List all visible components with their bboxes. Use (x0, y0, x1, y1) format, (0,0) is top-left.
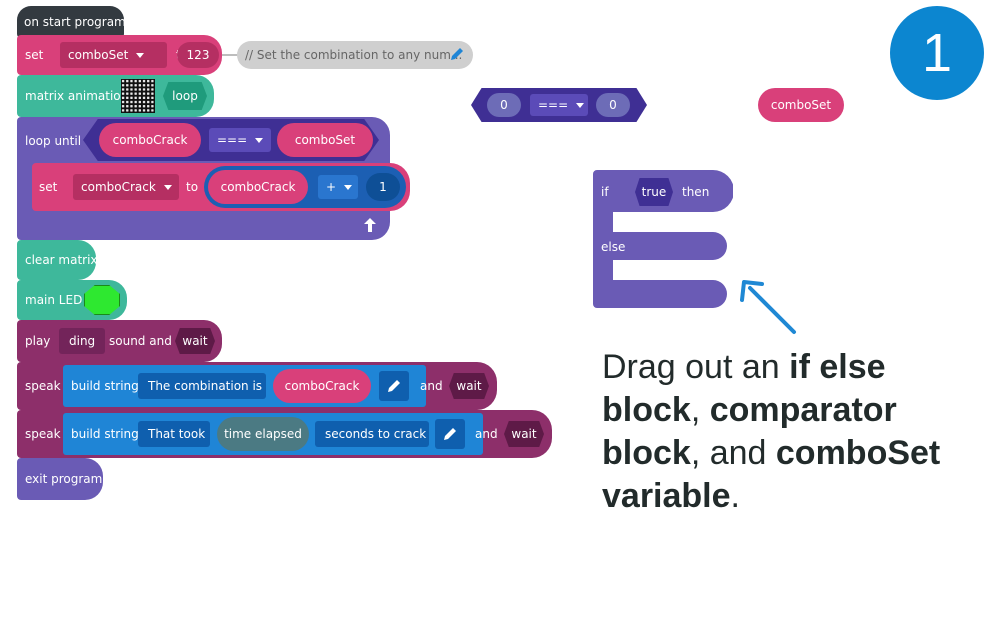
edit-string-button[interactable] (435, 419, 465, 449)
speak-label: speak (25, 427, 61, 441)
instruction-text: Drag out an if else block, comparator bl… (602, 348, 941, 515)
combocrack-pill[interactable]: comboCrack (273, 369, 371, 403)
loop-mode-selector[interactable]: loop (163, 82, 207, 110)
comboset-dropdown[interactable]: comboSet (60, 42, 167, 68)
comboset-variable-block[interactable]: comboSet (758, 88, 844, 122)
set-comboset-block[interactable]: set comboSet to 123 (17, 35, 222, 75)
value-input-1[interactable]: 1 (366, 173, 400, 201)
chevron-down-icon (163, 184, 172, 190)
play-sound-block[interactable]: play ding sound and wait (17, 320, 222, 362)
wait-toggle[interactable]: wait (449, 373, 489, 399)
string-input-seconds[interactable]: seconds to crack (315, 421, 429, 447)
comboset-pill[interactable]: comboSet (277, 123, 373, 157)
instruction-comparator: comparator block (602, 391, 897, 472)
play-label: play (25, 334, 51, 348)
build-string-block[interactable]: build string The combination is comboCra… (63, 365, 426, 407)
step-number: 1 (921, 23, 953, 83)
loop-repeat-icon (363, 217, 377, 236)
string-input-that-took[interactable]: That took (138, 421, 210, 447)
speak-block-2[interactable]: speak build string That took time elapse… (17, 410, 552, 458)
chevron-down-icon (136, 52, 145, 58)
on-start-program-block[interactable]: on start program (17, 6, 126, 38)
sound-selector[interactable]: ding (59, 328, 105, 354)
set-combocrack-block[interactable]: set comboCrack to comboCrack + 1 (32, 163, 410, 211)
matrix-thumbnail[interactable] (121, 79, 155, 113)
and-label: and (420, 379, 443, 393)
build-string-label: build string (71, 427, 139, 441)
else-label: else (601, 240, 626, 254)
then-label: then (682, 185, 710, 199)
wait-toggle[interactable]: wait (504, 421, 544, 447)
comparator-operator-dropdown[interactable]: === (530, 94, 588, 116)
speak-block-1[interactable]: speak build string The combination is co… (17, 362, 497, 410)
comparator-right-input[interactable]: 0 (596, 93, 630, 117)
set-label: set (39, 180, 58, 194)
and-label: and (475, 427, 498, 441)
if-else-block[interactable]: if true then else (593, 170, 733, 310)
build-string-label: build string (71, 379, 139, 393)
value-input-123[interactable]: 123 (177, 42, 219, 68)
main-led-block[interactable]: main LED (17, 280, 127, 320)
edit-pencil-icon (388, 380, 400, 392)
comment-block[interactable]: // Set the combination to any num... (237, 41, 473, 69)
if-label: if (601, 185, 609, 199)
combocrack-dropdown[interactable]: comboCrack (73, 174, 179, 200)
sound-and-label: sound and (109, 334, 172, 348)
if-else-shape (593, 170, 733, 308)
instruction-comboset: comboSet variable (602, 434, 941, 515)
wait-toggle[interactable]: wait (175, 328, 215, 354)
clear-matrix-label: clear matrix (25, 253, 98, 267)
clear-matrix-block[interactable]: clear matrix (17, 240, 98, 280)
main-led-label: main LED (25, 293, 83, 307)
comment-text: // Set the combination to any num... (245, 48, 463, 62)
comparator-left-input[interactable]: 0 (487, 93, 521, 117)
matrix-animation-block[interactable]: matrix animation loop (17, 75, 214, 117)
led-color-swatch[interactable] (84, 285, 120, 315)
chevron-down-icon (255, 137, 264, 143)
combocrack-pill[interactable]: comboCrack (99, 123, 201, 157)
loop-operator-dropdown[interactable]: === (209, 128, 271, 152)
instruction-if-else: if else block (602, 348, 886, 429)
plus-operator-dropdown[interactable]: + (318, 175, 358, 199)
condition-true-slot[interactable]: true (635, 178, 673, 206)
edit-pencil-icon[interactable] (449, 46, 465, 65)
step-badge: 1 (890, 6, 984, 100)
set-label: set (25, 48, 44, 62)
string-input-combination[interactable]: The combination is (138, 373, 266, 399)
on-start-label: on start program (24, 15, 126, 29)
matrix-animation-label: matrix animation (25, 89, 129, 103)
chevron-down-icon (576, 102, 585, 108)
exit-program-label: exit program (25, 472, 103, 486)
edit-string-button[interactable] (379, 371, 409, 401)
speak-label: speak (25, 379, 61, 393)
time-elapsed-pill[interactable]: time elapsed (217, 417, 309, 451)
pointer-arrow-icon (740, 280, 796, 334)
build-string-block[interactable]: build string That took time elapsed seco… (63, 413, 483, 455)
chevron-down-icon (344, 184, 353, 190)
combocrack-var-pill[interactable]: comboCrack (208, 170, 308, 204)
exit-program-block[interactable]: exit program (17, 458, 103, 500)
to-label: to (186, 180, 199, 194)
loop-until-label: loop until (25, 134, 82, 148)
edit-pencil-icon (444, 428, 456, 440)
comment-connector (222, 54, 238, 56)
